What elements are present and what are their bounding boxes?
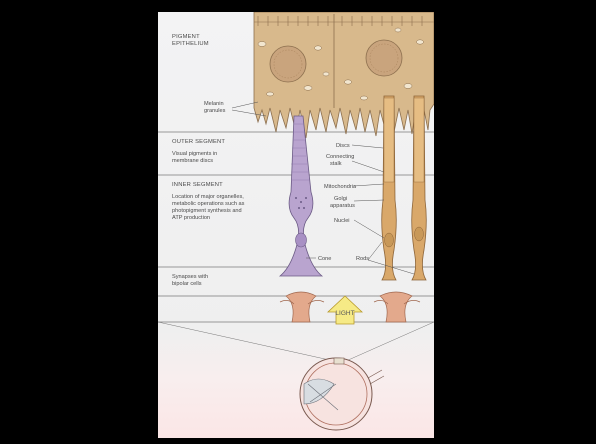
label-synapses-1: Synapses with bbox=[172, 274, 208, 280]
label-inner-segment-desc-3: photopigment synthesis and bbox=[172, 208, 242, 214]
callout-melanin-2: granules bbox=[204, 108, 226, 114]
label-pigment-epithelium-line2: EPITHELIUM bbox=[172, 41, 209, 47]
retina-diagram: LIGHT PIGMENT EPITHELIUM OUTER SEGMENT V… bbox=[158, 12, 434, 438]
callout-mitochondria: Mitochondria bbox=[324, 184, 357, 190]
callout-rods: Rods bbox=[356, 256, 369, 262]
light-label: LIGHT bbox=[335, 310, 354, 317]
epithelium-nucleus-left bbox=[270, 46, 306, 82]
callout-nuclei: Nuclei bbox=[334, 218, 350, 224]
retina-diagram-svg: LIGHT PIGMENT EPITHELIUM OUTER SEGMENT V… bbox=[158, 12, 434, 438]
label-outer-segment-desc-1: Visual pigments in bbox=[172, 151, 217, 157]
label-inner-segment-desc-1: Location of major organelles, bbox=[172, 194, 244, 200]
label-outer-segment-desc-2: membrane discs bbox=[172, 158, 213, 164]
label-pigment-epithelium-line1: PIGMENT bbox=[172, 34, 200, 40]
label-inner-segment-desc-4: ATP production bbox=[172, 215, 210, 221]
label-inner-segment-desc-2: metabolic operations such as bbox=[172, 201, 245, 207]
callout-discs: Discs bbox=[336, 143, 350, 149]
callout-cone: Cone bbox=[318, 256, 331, 262]
label-synapses-2: bipolar cells bbox=[172, 281, 202, 287]
callout-connecting-stalk-1: Connecting bbox=[326, 154, 354, 160]
callout-melanin-1: Melanin bbox=[204, 101, 224, 107]
callout-connecting-stalk-2: stalk bbox=[330, 161, 342, 167]
epithelium-nucleus-right bbox=[366, 40, 402, 76]
label-inner-segment: INNER SEGMENT bbox=[172, 182, 223, 188]
callout-golgi-1: Golgi bbox=[334, 196, 347, 202]
callout-golgi-2: apparatus bbox=[330, 203, 355, 209]
label-outer-segment: OUTER SEGMENT bbox=[172, 139, 225, 145]
